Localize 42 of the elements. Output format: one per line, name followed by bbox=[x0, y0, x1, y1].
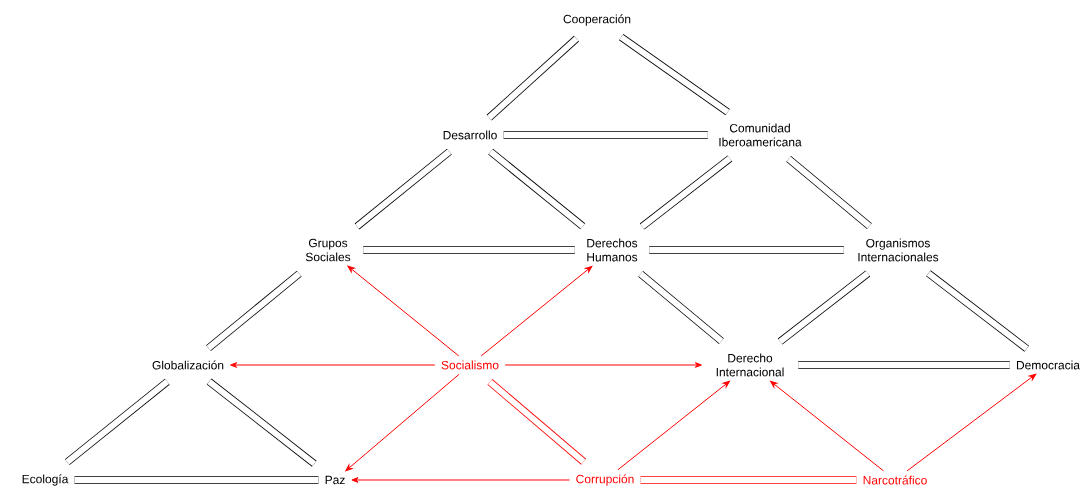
double-line bbox=[363, 246, 575, 254]
double-line bbox=[640, 476, 857, 484]
double-line bbox=[64, 378, 170, 466]
concept-label: Narcotráfico bbox=[863, 475, 927, 485]
arrow bbox=[480, 265, 593, 357]
double-line bbox=[488, 148, 586, 230]
concept-label: Organismos Internacionales bbox=[858, 238, 939, 262]
concept-label: Derecho Internacional bbox=[716, 353, 784, 377]
double-line bbox=[487, 379, 587, 465]
concept-label: Grupos Sociales bbox=[305, 238, 351, 262]
arrow bbox=[230, 362, 436, 368]
concept-label: Comunidad Iberoamericana bbox=[719, 123, 802, 147]
concept-label: Socialismo bbox=[441, 360, 499, 370]
concept-label: Paz bbox=[325, 475, 345, 485]
double-line bbox=[486, 35, 580, 121]
double-line bbox=[777, 270, 871, 345]
arrow bbox=[347, 265, 460, 357]
double-line bbox=[638, 270, 724, 345]
concept-label: Globalización bbox=[152, 360, 224, 370]
double-line bbox=[639, 155, 733, 230]
double-line bbox=[206, 378, 317, 467]
double-line bbox=[926, 270, 1029, 352]
double-line bbox=[354, 148, 452, 230]
double-line bbox=[619, 33, 730, 116]
arrow bbox=[345, 373, 460, 472]
double-line bbox=[649, 246, 844, 254]
double-line bbox=[503, 131, 708, 139]
concept-label: Desarrollo bbox=[443, 130, 497, 140]
arrow bbox=[770, 380, 884, 472]
concept-label: Ecología bbox=[22, 474, 69, 486]
concept-label: Democracia bbox=[1017, 360, 1080, 370]
arrow bbox=[504, 362, 702, 368]
concept-label: Derechos Humanos bbox=[587, 238, 638, 262]
arrow bbox=[906, 373, 1037, 472]
double-line bbox=[798, 361, 1010, 369]
double-line bbox=[786, 155, 872, 230]
arrow bbox=[617, 380, 730, 471]
double-line bbox=[74, 476, 319, 484]
concept-label: Cooperación bbox=[563, 14, 631, 26]
concept-label: Corrupción bbox=[576, 474, 634, 486]
double-line bbox=[206, 270, 302, 352]
arrow bbox=[351, 477, 570, 483]
